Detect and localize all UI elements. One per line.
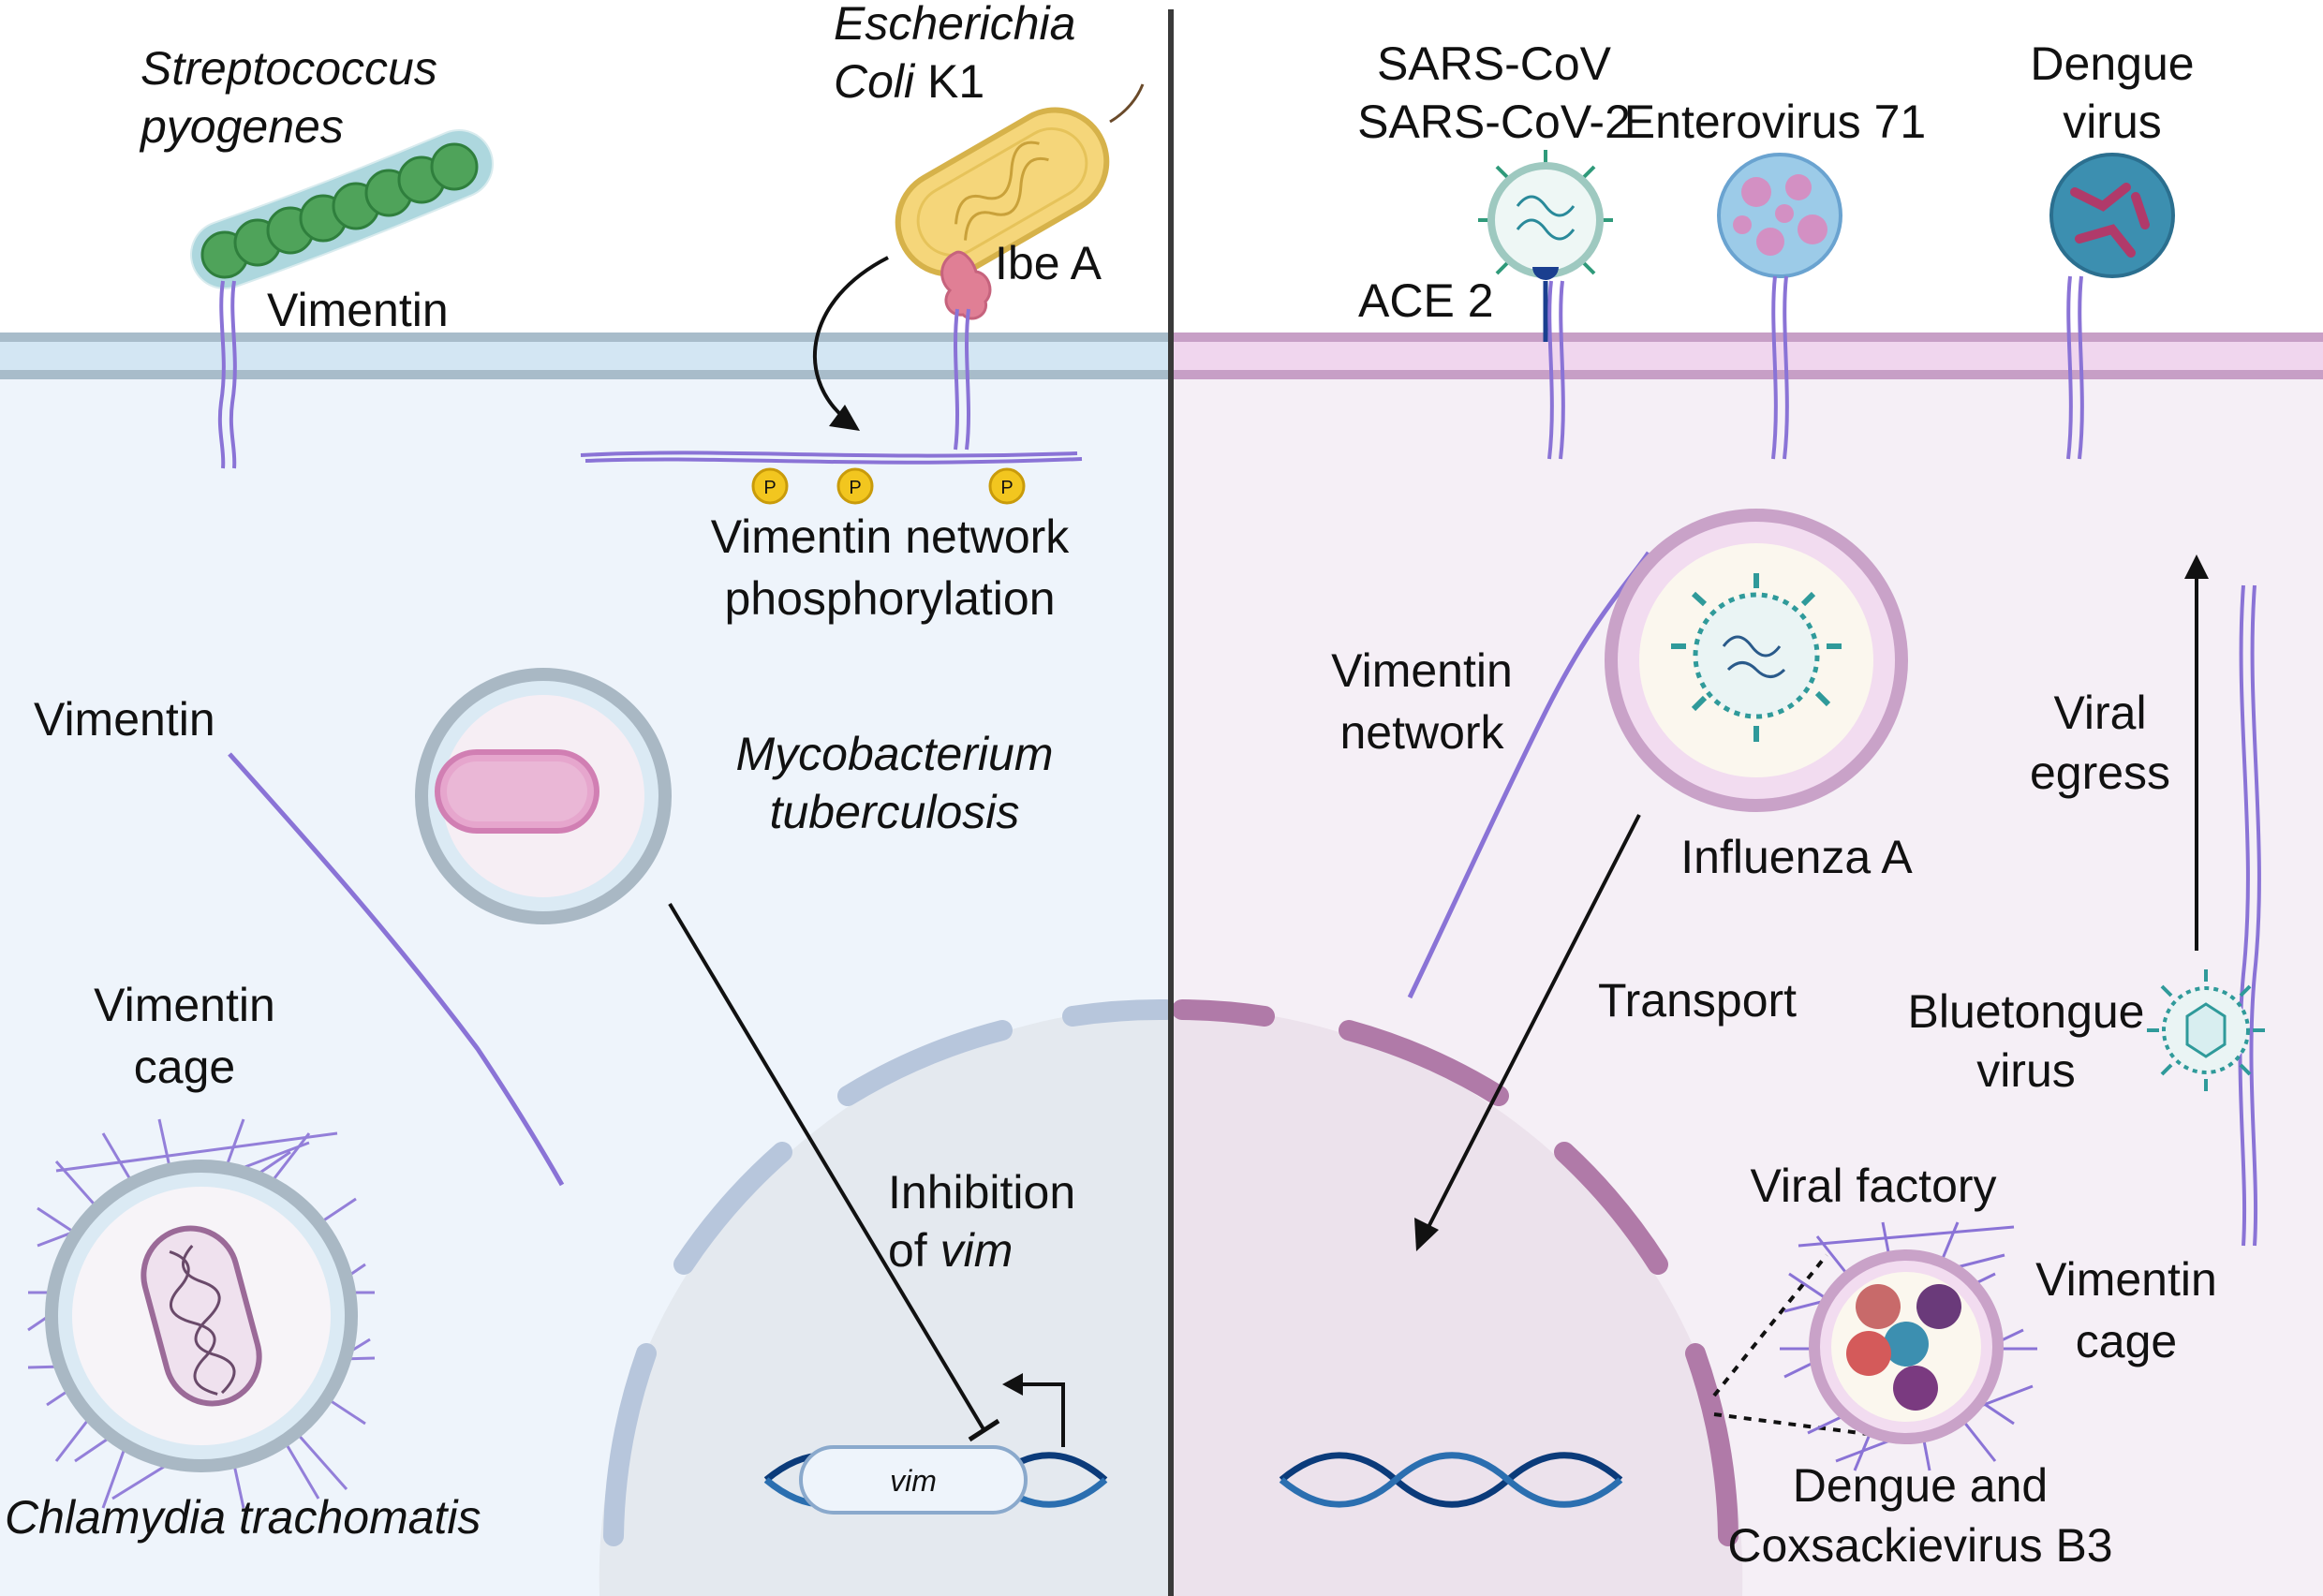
streptococcus-label: Streptococcus: [141, 42, 437, 95]
sars-label: SARS-CoV: [1377, 37, 1612, 90]
influenza-a-vacuole-icon: [1605, 509, 1908, 812]
vimentin-strand: [1771, 275, 1789, 460]
sars-label: SARS-CoV-2: [1357, 96, 1631, 148]
vimentin-label: Vimentin: [34, 693, 215, 746]
inhibition-line: [668, 902, 985, 1431]
arrowhead: [2184, 554, 2209, 579]
svg-text:P: P: [1000, 478, 1013, 498]
phospho-badge: P P P: [751, 467, 1026, 505]
ecoli-icon: [895, 83, 1145, 277]
dengue-virus-icon: [2049, 153, 2175, 278]
bluetongue-virus-icon: [2147, 969, 2265, 1091]
svg-text:vim: vim: [890, 1464, 937, 1498]
right-membrane: [1171, 332, 2323, 379]
nucleus: [599, 998, 1743, 1596]
enterovirus-71-icon: [1717, 153, 1842, 278]
callout-line: [1712, 1253, 1828, 1397]
left-membrane: [0, 332, 1171, 379]
curved-arrow: [813, 256, 889, 419]
influenza-label: Influenza A: [1680, 831, 1913, 883]
inhibition-label: of vim: [888, 1224, 1013, 1277]
dengue-coxsackievirus-label: Coxsackievirus B3: [1727, 1519, 2112, 1572]
bluetongue-label: Bluetongue: [1907, 985, 2144, 1038]
vimentin-strand: [2066, 275, 2084, 460]
chlamydia-vimentin-cage-icon: [27, 1118, 376, 1509]
transport-arrow: [1427, 814, 1641, 1228]
vimentin-strand: [954, 308, 970, 451]
vimentin-strand: [1407, 551, 1651, 999]
viral-factory-label: Viral factory: [1750, 1160, 1996, 1212]
vimentin-cage-label: cage: [2076, 1315, 2177, 1367]
ecoli-label: Escherichia: [834, 0, 1075, 50]
ibe-a-icon: [940, 250, 992, 320]
mycobacterium-label: Mycobacterium: [736, 728, 1054, 780]
arrowhead: [1414, 1218, 1439, 1251]
chlamydia-label: Chlamydia trachomatis: [5, 1491, 481, 1544]
vimentin-network: [580, 451, 1083, 465]
inhibition-label: Inhibition: [888, 1166, 1075, 1219]
sars-cov-virus-icon: [1478, 150, 1613, 342]
vimentin-network-phosphorylation-label: Vimentin network: [711, 510, 1071, 563]
vimentin-cage-label: Vimentin: [2035, 1253, 2217, 1306]
ibe-a-label: Ibe A: [995, 237, 1102, 289]
dengue-label: Dengue: [2030, 37, 2194, 90]
vimentin-label: Vimentin: [267, 284, 449, 336]
mycobacterium-vacuole-icon: [415, 668, 672, 924]
transport-label: Transport: [1598, 974, 1797, 1027]
viral-egress-label: Viral: [2053, 687, 2146, 739]
vimentin-strand: [1547, 280, 1565, 460]
vimentin-network-phosphorylation-label: phosphorylation: [724, 572, 1055, 625]
viral-egress-label: egress: [2030, 746, 2170, 799]
ecoli-label: Coli K1: [834, 55, 984, 108]
vimentin-cage-label: cage: [134, 1041, 235, 1093]
svg-text:P: P: [849, 478, 861, 498]
vimentin-strand: [2238, 584, 2261, 1247]
center-divider: [1168, 9, 1174, 1596]
dna-vim-gene-icon: vim: [763, 1373, 1108, 1515]
dengue-label: virus: [2063, 96, 2162, 148]
dengue-coxsackievirus-label: Dengue and: [1793, 1459, 2048, 1512]
streptococcus-label: pyogenes: [139, 100, 344, 153]
vimentin-strand: [228, 752, 565, 1187]
vimentin-strand: [217, 280, 237, 469]
viral-factory-cage-icon: [1780, 1221, 2037, 1471]
bluetongue-label: virus: [1976, 1044, 2076, 1097]
mycobacterium-label: tuberculosis: [770, 786, 1020, 838]
ace2-label: ACE 2: [1358, 274, 1494, 327]
enterovirus-label: Enterovirus 71: [1624, 96, 1926, 148]
inhibition-bar: [968, 1418, 1000, 1442]
vimentin-network-label: Vimentin: [1331, 644, 1513, 697]
dna-icon: [1279, 1452, 1623, 1508]
vimentin-network-label: network: [1339, 706, 1504, 759]
streptococcus-icon: [190, 129, 494, 289]
arrowhead: [829, 405, 860, 431]
vimentin-cage-label: Vimentin: [94, 979, 275, 1031]
svg-text:P: P: [763, 478, 776, 498]
